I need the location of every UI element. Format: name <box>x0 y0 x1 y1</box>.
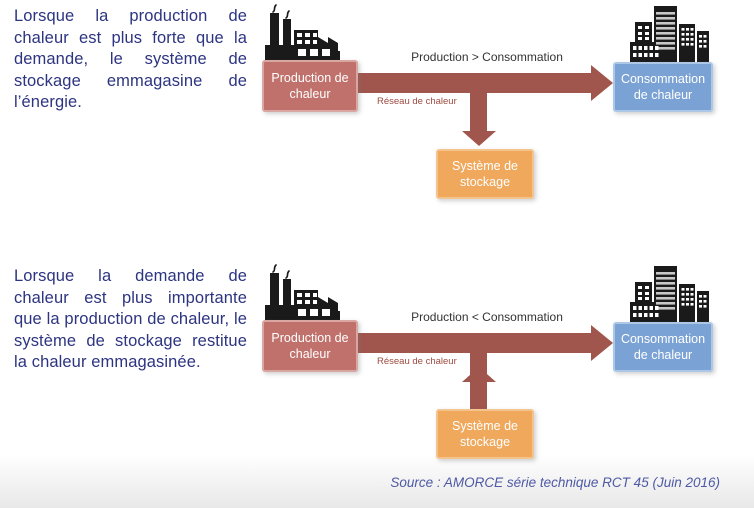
paragraph-discharging: Lorsque la demande de chaleur est plus i… <box>14 267 247 372</box>
production-box-label: Production de chaleur <box>271 330 349 361</box>
production-box-label: Production de chaleur <box>271 70 349 101</box>
storage-arrow-shaft <box>470 92 487 132</box>
diagram-storage-discharging: Lorsque la demande de chaleur est plus i… <box>0 260 754 508</box>
city-buildings-icon <box>628 264 714 327</box>
flow-comparison-label: Production < Consommation <box>411 310 563 324</box>
paragraph-charging: Lorsque la production de chaleur est plu… <box>14 7 247 112</box>
flow-comparison-label: Production > Consommation <box>411 50 563 64</box>
storage-box-label: Système de stockage <box>451 418 518 449</box>
diagram-storage-charging: Lorsque la production de chaleur est plu… <box>14 4 714 199</box>
storage-box-label: Système de stockage <box>451 158 518 189</box>
storage-box: Système de stockage <box>436 409 534 459</box>
bottom-gradient-strip <box>0 454 754 508</box>
storage-arrowhead-down-icon <box>462 131 496 146</box>
production-box: Production de chaleur <box>262 60 358 112</box>
consumption-box: Consommation de chaleur <box>613 62 713 112</box>
heat-network-arrowhead-icon <box>591 65 613 101</box>
heat-network-arrow-body <box>357 73 591 93</box>
storage-box: Système de stockage <box>436 149 534 199</box>
production-box: Production de chaleur <box>262 320 358 372</box>
heat-network-arrowhead-icon <box>591 325 613 361</box>
city-buildings-icon <box>628 4 714 67</box>
storage-arrowhead-up-icon <box>462 367 496 382</box>
heat-network-arrow-body <box>357 333 591 353</box>
source-caption: Source : AMORCE série technique RCT 45 (… <box>390 475 720 490</box>
factory-icon <box>262 264 342 326</box>
consumption-box-label: Consommation de chaleur <box>620 331 706 362</box>
consumption-box: Consommation de chaleur <box>613 322 713 372</box>
network-label: Réseau de chaleur <box>377 356 457 367</box>
network-label: Réseau de chaleur <box>377 96 457 107</box>
consumption-box-label: Consommation de chaleur <box>620 71 706 102</box>
factory-icon <box>262 4 342 66</box>
